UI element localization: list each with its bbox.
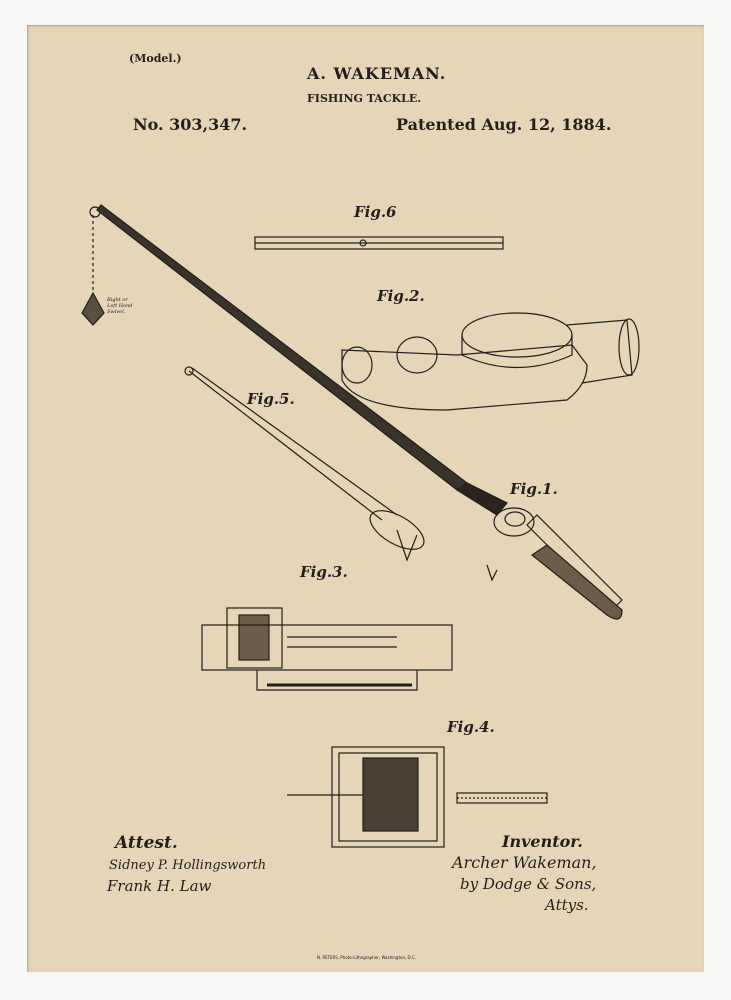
fig5-label: Fig.5.: [247, 390, 295, 408]
patent-drawings: [81, 204, 640, 848]
fig5-line-guide: [184, 366, 425, 562]
fig1-fishing-rod: [81, 204, 623, 620]
fig2-label: Fig.2.: [377, 287, 425, 305]
swivel-annotation: Right or Left Hand Swivel.: [107, 297, 133, 315]
fig3-label: Fig.3.: [300, 563, 348, 581]
model-label: (Model.): [129, 52, 182, 65]
fig1-label: Fig.1.: [510, 480, 558, 498]
inventor-name: A. WAKEMAN.: [307, 64, 447, 83]
attest-label: Attest.: [115, 833, 178, 853]
inventor-label: Inventor.: [502, 832, 583, 851]
fig3-section: [201, 607, 453, 691]
fig2-reel: [341, 312, 640, 411]
patent-date: Patented Aug. 12, 1884.: [396, 115, 612, 134]
witness-signature-2: Frank H. Law: [107, 877, 212, 895]
fig4-label: Fig.4.: [447, 718, 495, 736]
printer-credit: N. PETERS, Photo-Lithographer, Washingto…: [317, 955, 416, 960]
attorneys-label: Attys.: [545, 896, 589, 914]
patent-sheet: (Model.) A. WAKEMAN. FISHING TACKLE. No.…: [27, 25, 704, 972]
fig6-ferrule: [254, 236, 504, 250]
inventor-signature: Archer Wakeman,: [452, 853, 597, 872]
witness-signature-1: Sidney P. Hollingsworth: [109, 858, 267, 873]
attorney-signature: by Dodge & Sons,: [460, 875, 597, 893]
patent-subject: FISHING TACKLE.: [307, 92, 422, 105]
fig4-section: [287, 746, 548, 848]
fig6-label: Fig.6: [354, 203, 397, 221]
patent-number: No. 303,347.: [133, 115, 248, 134]
